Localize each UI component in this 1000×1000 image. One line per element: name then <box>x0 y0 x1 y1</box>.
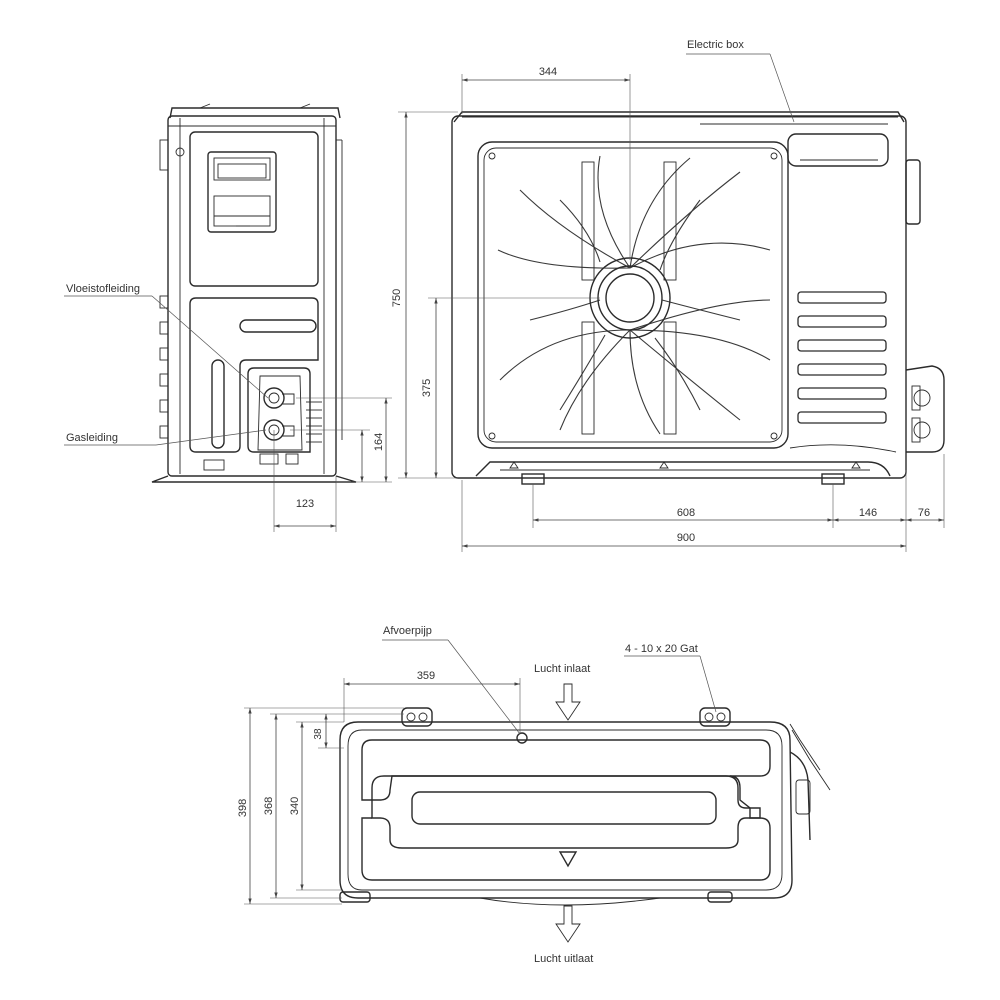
pipe-connections <box>789 723 831 841</box>
side-fins <box>336 139 343 440</box>
dim-foot-to-edge: 146 <box>859 507 877 519</box>
valve-block <box>247 367 311 465</box>
label-gas-line: Gasleiding <box>66 432 118 444</box>
label-liquid-line: Vloeistofleiding <box>66 283 140 295</box>
screw-icon <box>175 147 185 157</box>
front-view <box>451 111 945 485</box>
top-view <box>339 683 831 943</box>
drain-hole-icon <box>516 732 528 744</box>
top-view-dimensions: 359 398 368 340 38 <box>237 670 521 905</box>
top-view-labels: Lucht inlaat Lucht uitlaat Afvoerpijp 4 … <box>382 625 717 965</box>
valve-icon <box>905 365 945 453</box>
handle-icon <box>207 151 277 233</box>
front-view-dimensions: 344 750 375 608 146 76 900 <box>391 66 945 552</box>
electric-box-leader: Electric box <box>686 39 795 123</box>
dim-pipe-offset: 123 <box>296 498 314 510</box>
side-view-leaders: Vloeistofleiding Gasleiding <box>64 283 269 446</box>
dim-foot-depth: 38 <box>313 728 324 740</box>
dim-depth-body: 340 <box>289 797 301 815</box>
dim-fan-center-height: 375 <box>421 379 433 397</box>
dim-height: 750 <box>391 289 403 307</box>
inlet-arrow-icon <box>555 683 581 721</box>
dim-drain-offset: 359 <box>417 670 435 682</box>
side-view-dimensions: 123 164 <box>273 397 392 532</box>
label-mount-holes: 4 - 10 x 20 Gat <box>625 643 698 655</box>
dim-gas-height: 164 <box>373 433 385 451</box>
dim-valve-projection: 76 <box>918 507 930 519</box>
side-view <box>151 103 357 483</box>
fan-icon <box>497 155 771 435</box>
mount-feet <box>339 707 733 903</box>
label-electric-box: Electric box <box>687 39 744 51</box>
vent-slots <box>797 291 887 424</box>
label-drain-pipe: Afvoerpijp <box>383 625 432 637</box>
label-air-inlet: Lucht inlaat <box>534 663 590 675</box>
outlet-triangle-icon <box>558 851 578 868</box>
vent-slits <box>306 401 322 443</box>
label-air-outlet: Lucht uitlaat <box>534 953 593 965</box>
dim-depth-total: 398 <box>237 799 249 817</box>
dim-feet-spacing: 608 <box>677 507 695 519</box>
outlet-arrow-icon <box>555 905 581 943</box>
dim-fan-offset: 344 <box>539 66 557 78</box>
dim-depth-feet: 368 <box>263 797 275 815</box>
side-tabs <box>159 139 169 439</box>
dim-width: 900 <box>677 532 695 544</box>
